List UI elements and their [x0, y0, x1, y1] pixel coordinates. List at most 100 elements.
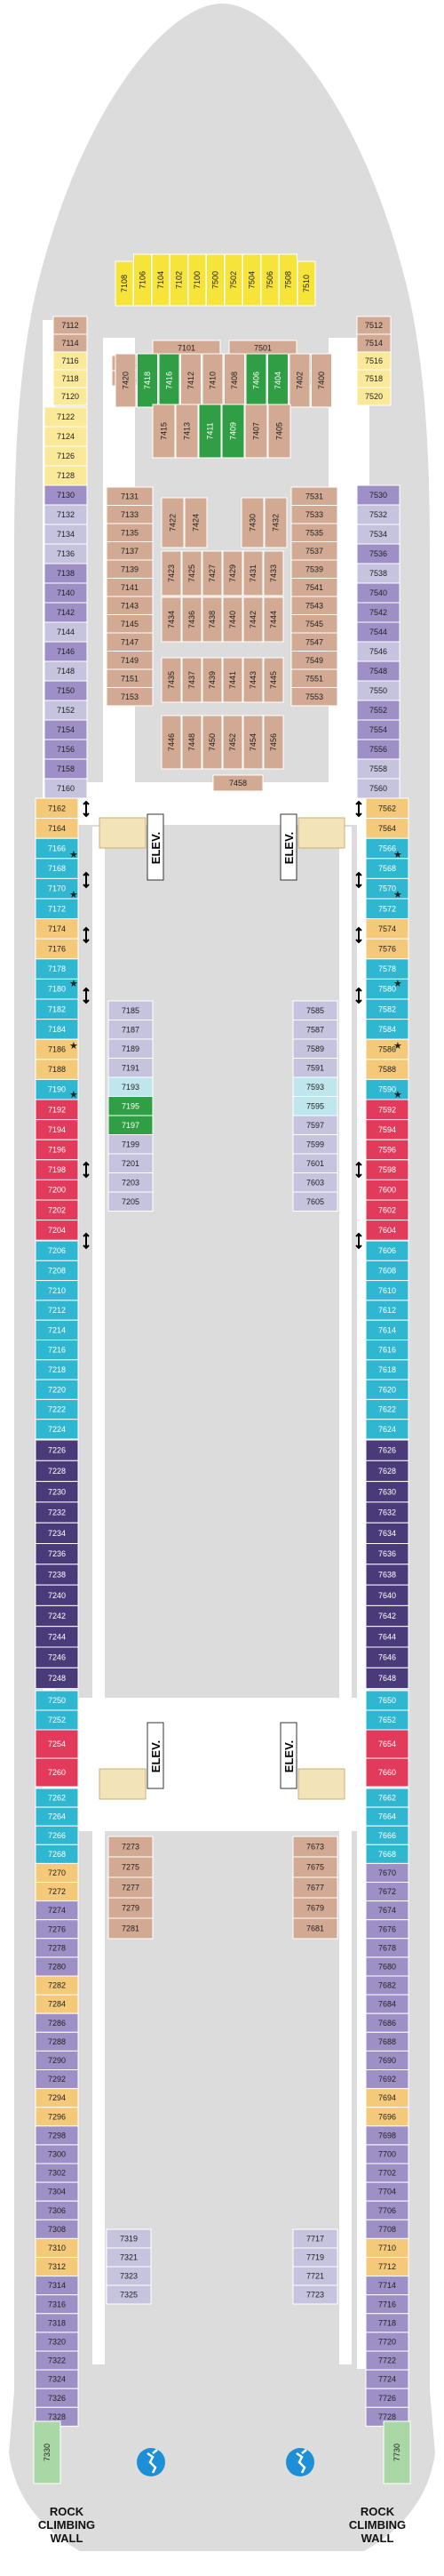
cabin-7722[interactable]: 7722 [365, 2350, 409, 2371]
cabin-7262[interactable]: 7262 [35, 1788, 79, 1808]
cabin-7322[interactable]: 7322 [35, 2350, 79, 2371]
cabin-7506[interactable]: 7506 [260, 253, 280, 307]
cabin-7306[interactable]: 7306 [35, 2200, 79, 2220]
cabin-7232[interactable]: 7232 [35, 1501, 79, 1524]
cabin-7195[interactable]: 7195 [107, 1096, 154, 1116]
cabin-7411[interactable]: 7411 [198, 404, 222, 459]
cabin-7133[interactable]: 7133 [106, 505, 154, 524]
cabin-7160[interactable]: 7160 [44, 778, 88, 799]
cabin-7622[interactable]: 7622 [365, 1398, 409, 1420]
cabin-7718[interactable]: 7718 [365, 2313, 409, 2333]
cabin-7326[interactable]: 7326 [35, 2388, 79, 2408]
cabin-7197[interactable]: 7197 [107, 1115, 154, 1135]
cabin-7541[interactable]: 7541 [290, 578, 338, 597]
cabin-7546[interactable]: 7546 [356, 641, 400, 662]
cabin-7226[interactable]: 7226 [35, 1439, 79, 1461]
cabin-7458[interactable]: 7458 [212, 774, 264, 792]
cabin-7533[interactable]: 7533 [290, 505, 338, 524]
cabin-7593[interactable]: 7593 [292, 1076, 338, 1097]
cabin-7431[interactable]: 7431 [242, 550, 264, 596]
cabin-7595[interactable]: 7595 [292, 1096, 338, 1116]
cabin-7292[interactable]: 7292 [35, 2069, 79, 2090]
cabin-7290[interactable]: 7290 [35, 2050, 79, 2070]
cabin-7208[interactable]: 7208 [35, 1260, 79, 1282]
cabin-7409[interactable]: 7409 [221, 404, 245, 459]
cabin-7139[interactable]: 7139 [106, 559, 154, 579]
cabin-7284[interactable]: 7284 [35, 1994, 79, 2014]
cabin-7710[interactable]: 7710 [365, 2237, 409, 2258]
cabin-7440[interactable]: 7440 [222, 596, 243, 643]
cabin-7222[interactable]: 7222 [35, 1398, 79, 1420]
cabin-7400[interactable]: 7400 [311, 353, 332, 408]
cabin-7280[interactable]: 7280 [35, 1956, 79, 1977]
cabin-7692[interactable]: 7692 [365, 2069, 409, 2090]
cabin-7412[interactable]: 7412 [180, 353, 202, 408]
cabin-7578[interactable]: 7578 [365, 958, 409, 980]
cabin-7448[interactable]: 7448 [181, 715, 202, 770]
cabin-7415[interactable]: 7415 [152, 404, 176, 459]
cabin-7140[interactable]: 7140 [44, 582, 88, 604]
cabin-7424[interactable]: 7424 [184, 497, 208, 548]
cabin-7501[interactable]: 7501 [228, 340, 297, 356]
cabin-7268[interactable]: 7268 [35, 1844, 79, 1864]
cabin-7184[interactable]: 7184 [35, 1019, 79, 1040]
cabin-7726[interactable]: 7726 [365, 2388, 409, 2408]
cabin-7708[interactable]: 7708 [365, 2219, 409, 2239]
cabin-7423[interactable]: 7423 [161, 550, 182, 596]
cabin-7416[interactable]: 7416 [158, 353, 180, 408]
cabin-7106[interactable]: 7106 [133, 253, 152, 307]
cabin-7260[interactable]: 7260 [35, 1757, 79, 1788]
cabin-7516[interactable]: 7516 [356, 351, 392, 371]
cabin-7584[interactable]: 7584 [365, 1019, 409, 1040]
cabin-7154[interactable]: 7154 [44, 719, 88, 740]
cabin-7704[interactable]: 7704 [365, 2181, 409, 2202]
cabin-7420[interactable]: 7420 [115, 353, 137, 408]
cabin-7432[interactable]: 7432 [264, 497, 288, 548]
cabin-7427[interactable]: 7427 [202, 550, 223, 596]
cabin-7304[interactable]: 7304 [35, 2181, 79, 2202]
cabin-7186[interactable]: 7186 [35, 1038, 79, 1060]
cabin-7174[interactable]: 7174 [35, 918, 79, 940]
cabin-7413[interactable]: 7413 [175, 404, 199, 459]
cabin-7679[interactable]: 7679 [292, 1897, 338, 1919]
cabin-7203[interactable]: 7203 [107, 1172, 154, 1193]
cabin-7654[interactable]: 7654 [365, 1729, 409, 1759]
cabin-7539[interactable]: 7539 [290, 559, 338, 579]
cabin-7148[interactable]: 7148 [44, 660, 88, 682]
cabin-7131[interactable]: 7131 [106, 486, 154, 506]
cabin-7124[interactable]: 7124 [44, 426, 88, 447]
cabin-7612[interactable]: 7612 [365, 1300, 409, 1321]
cabin-7108[interactable]: 7108 [115, 260, 134, 307]
cabin-7534[interactable]: 7534 [356, 524, 400, 545]
cabin-7312[interactable]: 7312 [35, 2257, 79, 2277]
cabin-7146[interactable]: 7146 [44, 641, 88, 662]
cabin-7156[interactable]: 7156 [44, 739, 88, 760]
cabin-7252[interactable]: 7252 [35, 1709, 79, 1731]
cabin-7719[interactable]: 7719 [292, 2247, 338, 2268]
cabin-7588[interactable]: 7588 [365, 1059, 409, 1080]
cabin-7130[interactable]: 7130 [44, 484, 88, 506]
cabin-7234[interactable]: 7234 [35, 1522, 79, 1544]
cabin-7279[interactable]: 7279 [107, 1897, 154, 1919]
cabin-7568[interactable]: 7568 [365, 858, 409, 879]
cabin-7444[interactable]: 7444 [263, 596, 284, 643]
cabin-7308[interactable]: 7308 [35, 2219, 79, 2239]
cabin-7530[interactable]: 7530 [356, 484, 400, 506]
cabin-7194[interactable]: 7194 [35, 1119, 79, 1140]
cabin-7190[interactable]: 7190 [35, 1078, 79, 1100]
cabin-7220[interactable]: 7220 [35, 1379, 79, 1400]
cabin-7628[interactable]: 7628 [365, 1460, 409, 1483]
cabin-7151[interactable]: 7151 [106, 668, 154, 688]
cabin-7446[interactable]: 7446 [161, 715, 182, 770]
cabin-7281[interactable]: 7281 [107, 1917, 154, 1940]
cabin-7276[interactable]: 7276 [35, 1919, 79, 1940]
cabin-7198[interactable]: 7198 [35, 1159, 79, 1180]
cabin-7196[interactable]: 7196 [35, 1139, 79, 1161]
cabin-7681[interactable]: 7681 [292, 1917, 338, 1940]
cabin-7277[interactable]: 7277 [107, 1876, 154, 1899]
cabin-7240[interactable]: 7240 [35, 1584, 79, 1606]
cabin-7717[interactable]: 7717 [292, 2228, 338, 2249]
cabin-7298[interactable]: 7298 [35, 2125, 79, 2146]
cabin-7270[interactable]: 7270 [35, 1862, 79, 1883]
cabin-7694[interactable]: 7694 [365, 2088, 409, 2108]
